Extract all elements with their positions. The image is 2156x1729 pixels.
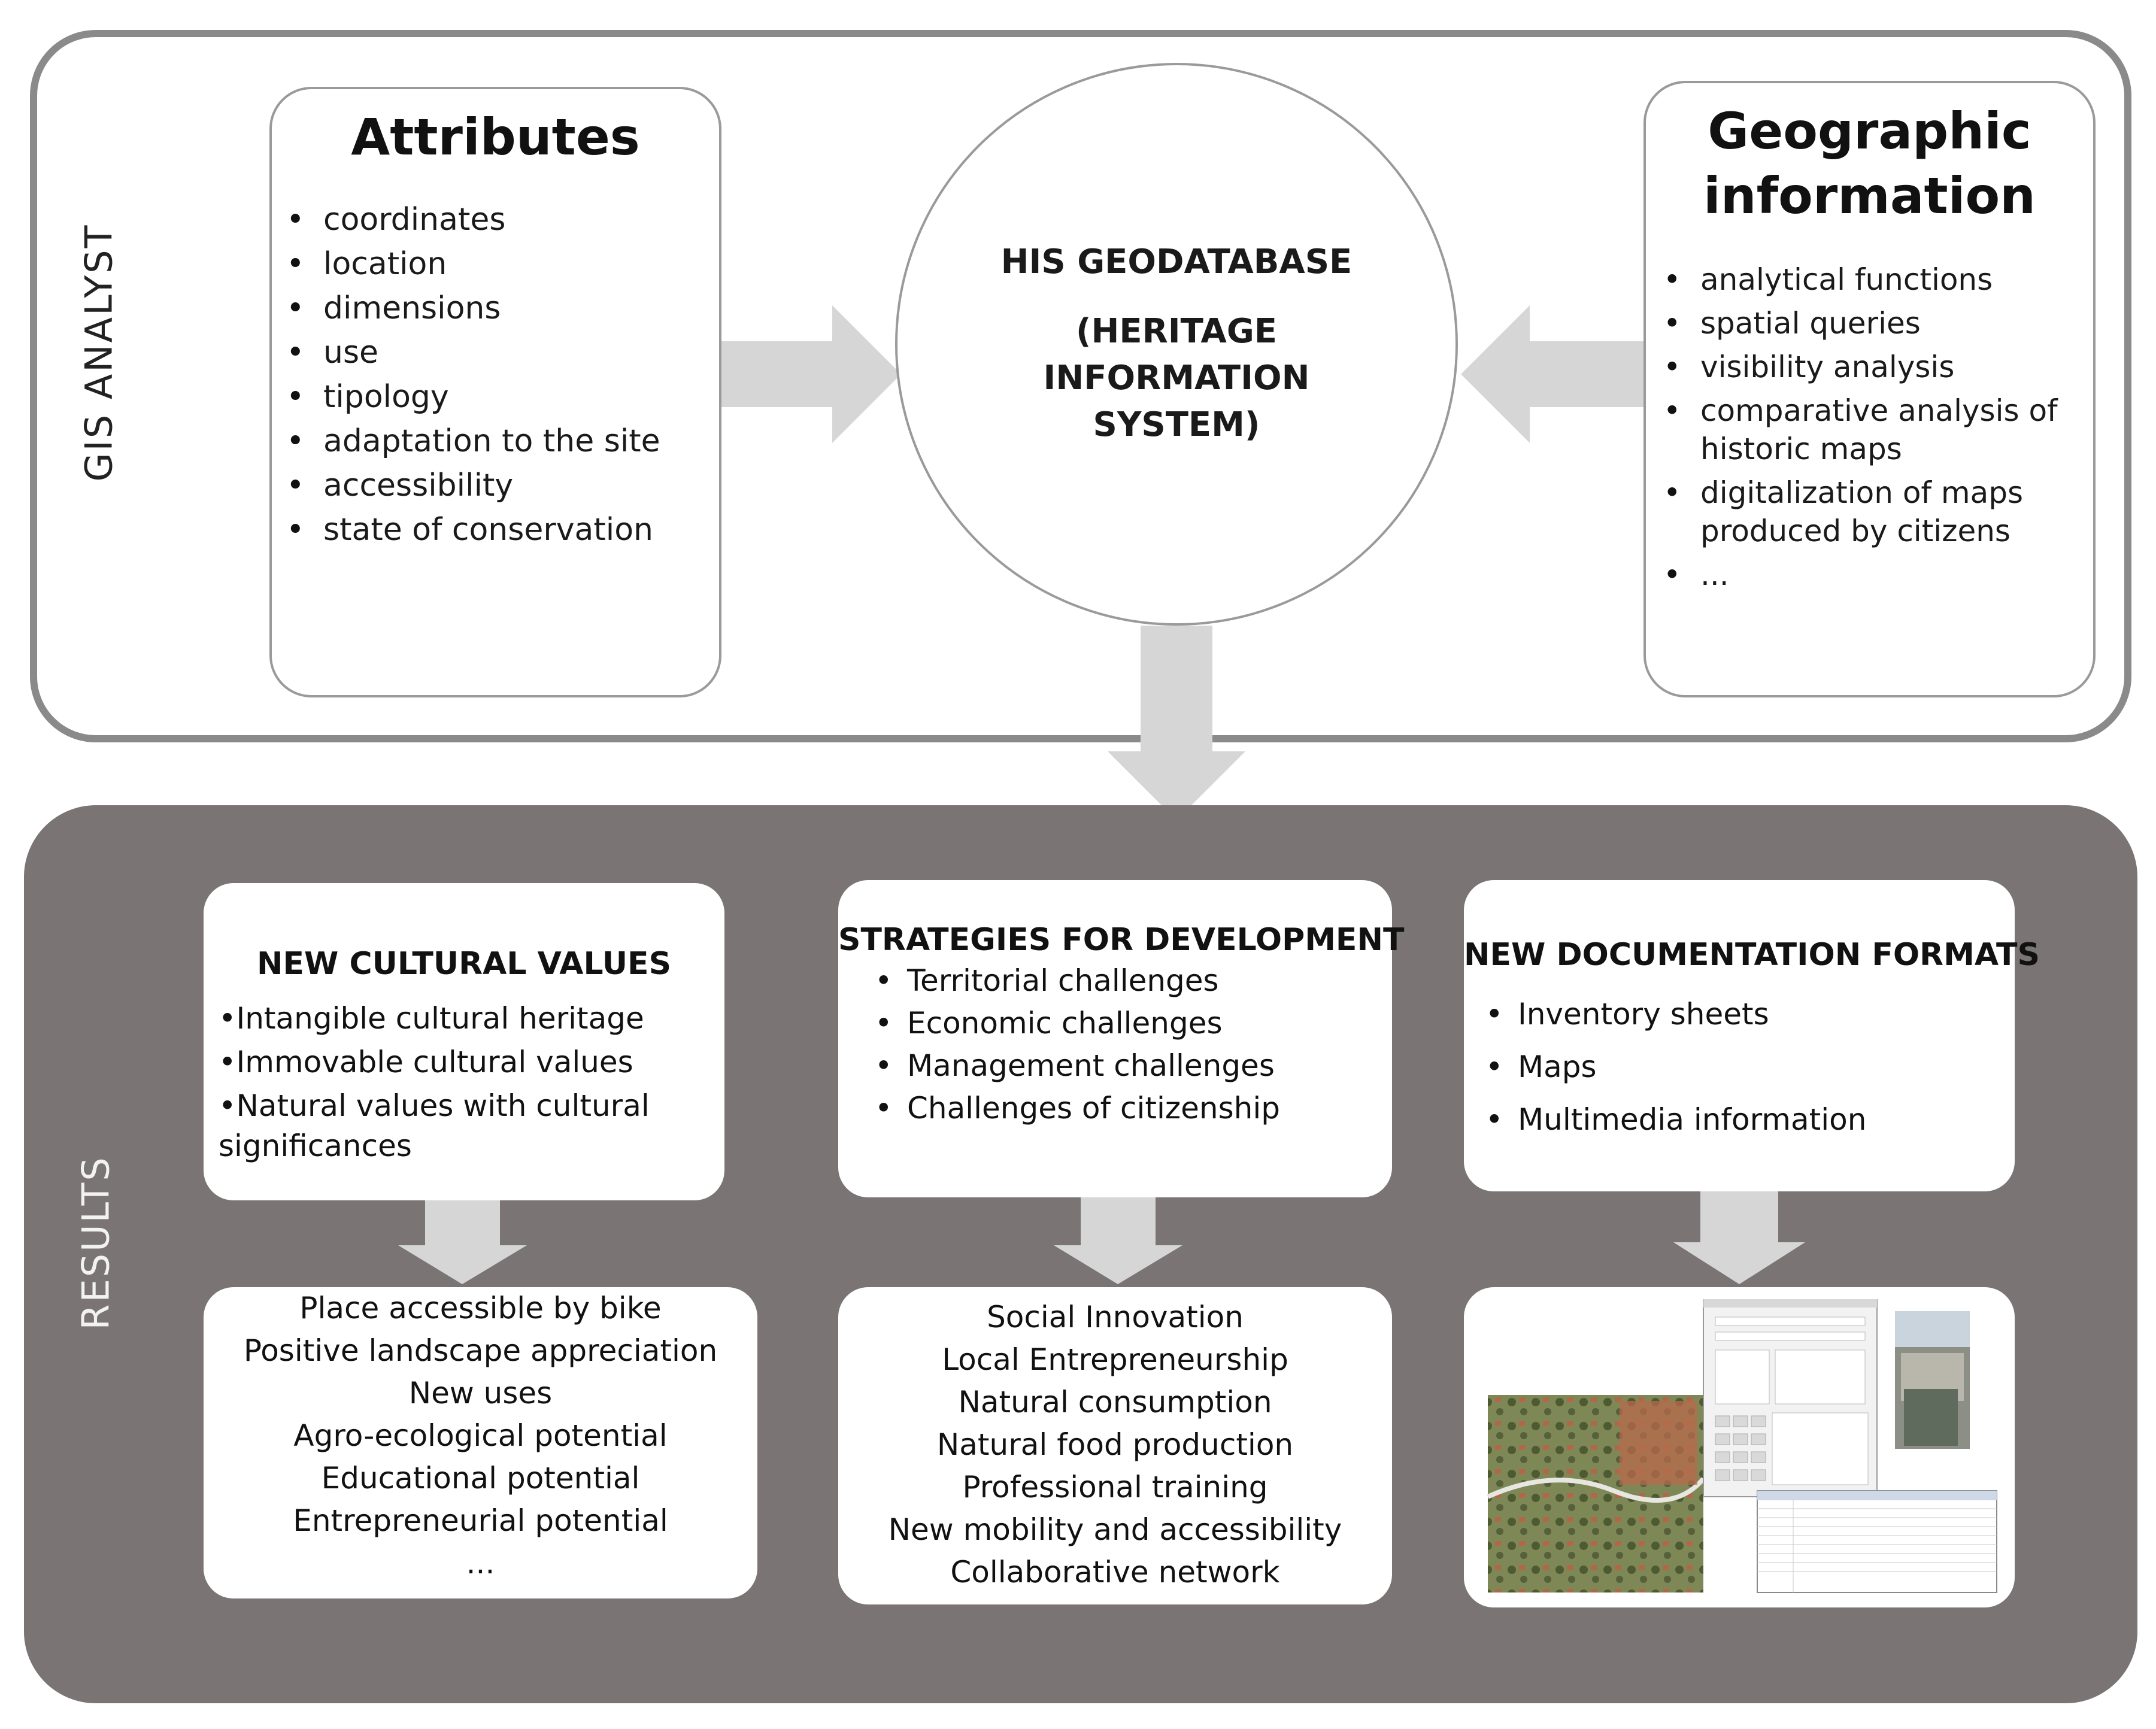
gis-screenshot-image xyxy=(1482,1299,2003,1601)
geographic-information-title: Geographic information xyxy=(1643,99,2096,228)
strategy-outcomes-box xyxy=(838,1287,1392,1604)
list-item: Challenges of citizenship xyxy=(875,1087,1386,1130)
geographic-title-line: information xyxy=(1703,166,2036,225)
arrow-down-icon xyxy=(1673,1191,1805,1284)
list-item: Maps xyxy=(1485,1041,1997,1093)
strategies-list: Territorial challenges Economic challeng… xyxy=(875,960,1386,1130)
arrow-down-icon xyxy=(1108,626,1245,820)
list-item: ... xyxy=(466,1546,495,1581)
list-item: Territorial challenges xyxy=(875,960,1386,1002)
geographic-title-line: Geographic xyxy=(1708,102,2031,160)
list-item: dimensions xyxy=(286,286,718,330)
list-item: ... xyxy=(1663,556,2096,594)
list-item: Multimedia information xyxy=(1485,1093,1997,1146)
documentation-formats-title: NEW DOCUMENTATION FORMATS xyxy=(1464,937,2040,973)
strategy-outcomes-list: Social Innovation Local Entrepreneurship… xyxy=(838,1296,1392,1594)
list-item: analytical functions xyxy=(1663,260,2096,299)
list-item: New mobility and accessibility xyxy=(888,1512,1342,1547)
list-item: Management challenges xyxy=(875,1045,1386,1087)
list-item: Agro-ecological potential xyxy=(293,1418,668,1453)
cultural-outcomes-list: Place accessible by bike Positive landsc… xyxy=(204,1287,757,1585)
list-item: •Immovable cultural values xyxy=(219,1045,633,1079)
list-item: Local Entrepreneurship xyxy=(942,1342,1288,1377)
list-item: New uses xyxy=(408,1376,553,1410)
list-item: state of conservation xyxy=(286,508,718,552)
arrow-left-icon xyxy=(1461,305,1643,443)
cultural-outcomes-box xyxy=(204,1287,757,1598)
new-cultural-values-list: •Intangible cultural heritage •Immovable… xyxy=(219,997,715,1164)
strategies-title: STRATEGIES FOR DEVELOPMENT xyxy=(838,922,1405,958)
list-item: •Intangible cultural heritage xyxy=(219,1001,644,1036)
list-item: spatial queries xyxy=(1663,304,2096,342)
list-item: Entrepreneurial potential xyxy=(293,1503,668,1538)
list-item: Natural food production xyxy=(936,1427,1294,1462)
list-item: Educational potential xyxy=(321,1461,640,1496)
new-cultural-values-box xyxy=(204,883,724,1200)
list-item: significances xyxy=(219,1129,412,1163)
gis-analyst-label: GIS ANALYST xyxy=(77,223,121,482)
results-label: RESULTS xyxy=(74,1155,118,1330)
his-geodatabase-circle xyxy=(895,63,1458,626)
list-item: tipology xyxy=(286,375,718,419)
list-item: Economic challenges xyxy=(875,1002,1386,1045)
attributes-list: coordinates location dimensions use tipo… xyxy=(286,198,718,552)
new-cultural-values-title: NEW CULTURAL VALUES xyxy=(256,946,672,982)
list-item: Place accessible by bike xyxy=(299,1291,662,1325)
list-item: accessibility xyxy=(286,463,718,508)
arrow-down-icon xyxy=(398,1200,527,1284)
geographic-information-list: analytical functions spatial queries vis… xyxy=(1663,260,2096,599)
list-item: visibility analysis xyxy=(1663,348,2096,386)
list-item: Professional training xyxy=(962,1470,1268,1504)
list-item: Inventory sheets xyxy=(1485,988,1997,1041)
list-item: Positive landscape appreciation xyxy=(243,1333,718,1368)
attributes-title: Attributes xyxy=(351,108,640,166)
arrow-down-icon xyxy=(1054,1197,1182,1284)
list-item: location xyxy=(286,242,718,286)
list-item: adaptation to the site xyxy=(286,419,718,463)
geographic-information-box xyxy=(1643,81,2096,697)
list-item: comparative analysis of historic maps xyxy=(1663,392,2096,468)
list-item: use xyxy=(286,330,718,375)
list-item: digitalization of maps produced by citiz… xyxy=(1663,474,2096,550)
list-item: coordinates xyxy=(286,198,718,242)
list-item: •Natural values with cultural xyxy=(219,1088,650,1123)
list-item: Social Innovation xyxy=(987,1300,1244,1334)
list-item: Collaborative network xyxy=(950,1555,1280,1590)
list-item: Natural consumption xyxy=(958,1385,1272,1419)
geodatabase-subtitle: (HERITAGE INFORMATION SYSTEM) xyxy=(1043,312,1310,444)
arrow-right-icon xyxy=(721,305,901,443)
geodatabase-title: HIS GEODATABASE xyxy=(1000,242,1353,281)
documentation-formats-list: Inventory sheets Maps Multimedia informa… xyxy=(1485,988,1997,1146)
